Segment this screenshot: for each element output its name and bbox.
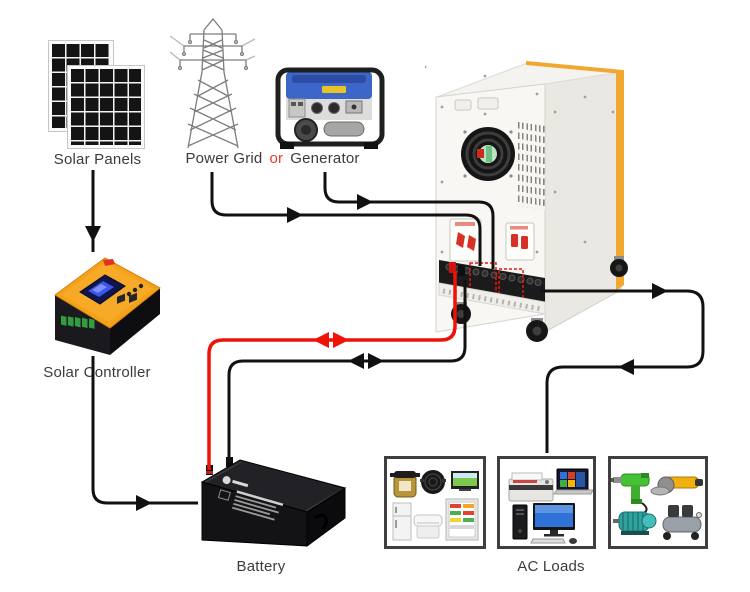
inverter-trim-top <box>526 61 623 74</box>
battery-label: Battery <box>236 558 286 575</box>
power-grid-tower-icon <box>170 12 255 152</box>
computer-loads-icon <box>497 456 596 549</box>
inverter-side-face <box>544 70 622 333</box>
battery-icon <box>195 448 350 553</box>
breaker-panel-right <box>505 222 535 261</box>
power-grid-label: Power Grid <box>185 150 263 167</box>
battery-label-print <box>217 476 284 521</box>
red-connector <box>449 262 456 273</box>
vent-grille <box>518 121 545 211</box>
generator-label: Generator <box>290 150 360 167</box>
solar-controller-label: Solar Controller <box>43 364 151 381</box>
generator-icon <box>272 56 392 152</box>
fan-icon <box>461 127 515 181</box>
inverter-trim-right <box>616 70 624 291</box>
solar-controller-icon <box>35 250 170 365</box>
breaker-panel-left <box>449 218 482 262</box>
or-label: or <box>269 150 284 167</box>
brand-tag <box>103 259 115 266</box>
appliance-loads-icon <box>384 456 486 549</box>
battery-positive-terminal <box>206 465 213 475</box>
arrowheads-positive <box>313 332 349 348</box>
terminal-block <box>61 315 95 329</box>
solar-panel-front <box>67 65 145 149</box>
inverter-icon <box>425 52 630 367</box>
wire-battery-positive <box>207 272 457 470</box>
tool-loads-icon <box>608 456 708 549</box>
ac-loads-label: AC Loads <box>517 558 585 575</box>
power-source-label: Power Grid or Generator <box>170 150 375 168</box>
solar-panels-label: Solar Panels <box>53 151 142 168</box>
lcd-screen <box>79 274 126 305</box>
black-connector <box>458 265 465 276</box>
